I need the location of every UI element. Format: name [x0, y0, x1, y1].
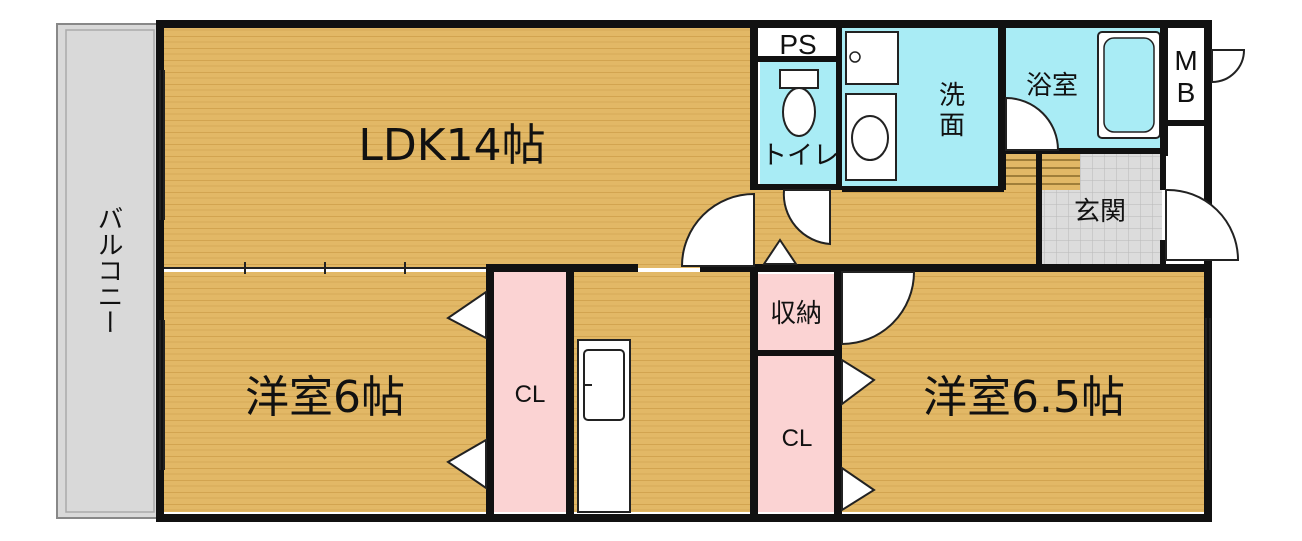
storage-closet [758, 274, 834, 350]
western-right-label: 洋室6.5帖 [923, 372, 1125, 423]
closet-left-door-bottom [446, 438, 487, 490]
ldk-door [680, 192, 755, 267]
western-left-label: 洋室6帖 [245, 372, 405, 423]
entrance-label: 玄関 [1074, 197, 1126, 227]
ps-label: PS [779, 29, 816, 60]
washroom-label-line2: 面 [939, 111, 965, 141]
mb-label-line1: M [1174, 45, 1197, 76]
closet-right [758, 356, 834, 512]
balcony [56, 23, 161, 519]
western-room-left [162, 272, 492, 512]
entrance-door [1165, 188, 1240, 261]
mb-label-line2: B [1177, 77, 1196, 108]
wash-basin-icon [845, 93, 897, 181]
closet-left-door-top [446, 290, 487, 340]
hall-arrow [762, 238, 798, 265]
bathroom-door [1005, 96, 1060, 151]
closet-right-door-top [841, 358, 876, 406]
ldk-label: LDK14帖 [358, 120, 545, 171]
closet-right-label: CL [782, 425, 813, 452]
ps-box [758, 28, 840, 60]
toilet-icon [779, 69, 819, 137]
toilet-door [782, 189, 831, 246]
balcony-windows [159, 70, 165, 470]
toilet-label: トイレ [761, 141, 839, 171]
closet-left-label: CL [515, 381, 546, 408]
closet-right-door-bottom [841, 466, 876, 512]
ldk-room [162, 28, 754, 268]
balcony-label: バルコニー [93, 205, 123, 335]
walls [156, 20, 1212, 522]
closet-left [494, 272, 566, 512]
bathroom-label: 浴室 [1026, 71, 1078, 101]
storage-label: 収納 [770, 299, 822, 329]
storage-door [841, 271, 916, 346]
mb-door [1211, 49, 1246, 84]
mb-box [1168, 28, 1204, 124]
washing-machine-icon [845, 31, 899, 85]
sliding-partition [164, 262, 486, 274]
right-window [1205, 318, 1211, 470]
washroom-label-line1: 洗 [939, 81, 965, 111]
